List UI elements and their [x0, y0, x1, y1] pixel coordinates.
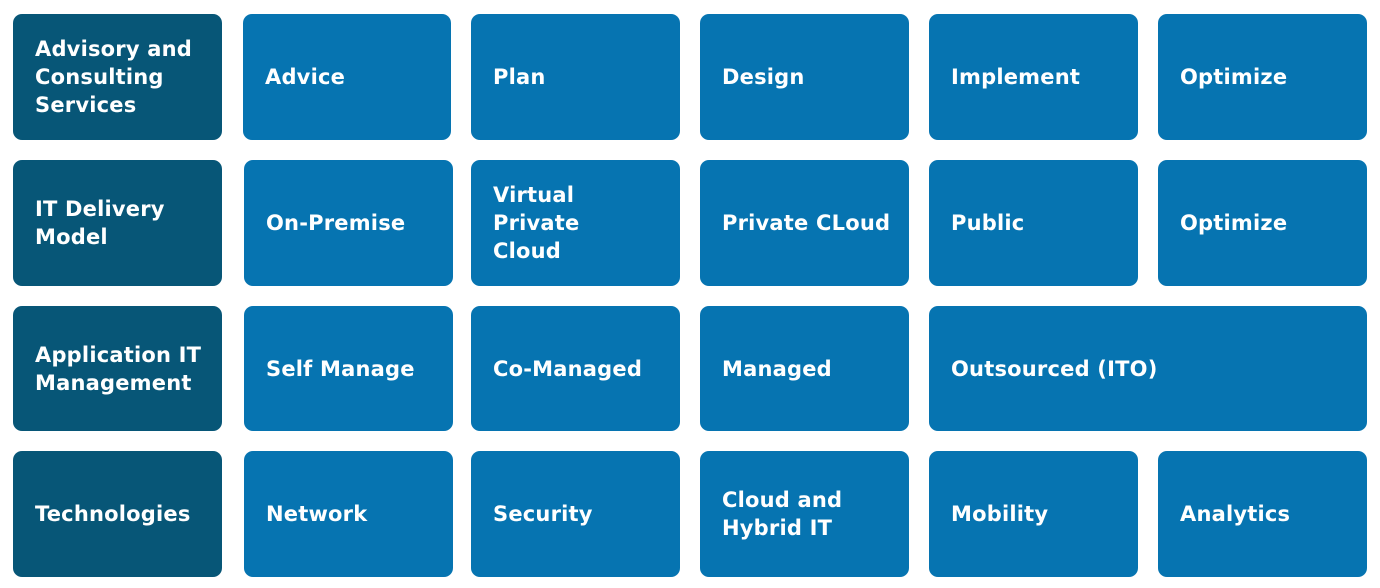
cell-label: Analytics — [1180, 502, 1291, 526]
cell-outsourced-ito: Outsourced (ITO) — [929, 306, 1367, 431]
row-header-it-delivery-model: IT Delivery Model — [13, 160, 222, 286]
cell-label: Self Manage — [266, 356, 415, 381]
cell-optimize-advisory: Optimize — [1158, 14, 1367, 140]
cell-security: Security — [471, 451, 680, 577]
cell-design: Design — [700, 14, 909, 140]
cell-co-managed: Co-Managed — [471, 306, 680, 431]
cell-label: Advice — [265, 65, 346, 89]
cell-label: Public — [951, 211, 1025, 235]
cell-plan: Plan — [471, 14, 680, 140]
cell-label: Outsourced (ITO) — [951, 356, 1158, 381]
cell-label: Mobility — [951, 502, 1049, 526]
row-header-label: IT Delivery Model — [35, 197, 165, 249]
cell-managed: Managed — [700, 306, 909, 431]
cell-label: Virtual Private Cloud — [493, 183, 580, 263]
cell-implement: Implement — [929, 14, 1138, 140]
cell-label: Optimize — [1180, 211, 1288, 235]
cell-virtual-private-cloud: Virtual Private Cloud — [471, 160, 680, 286]
cell-optimize-delivery: Optimize — [1158, 160, 1367, 286]
cell-label: Optimize — [1180, 65, 1288, 89]
cell-label: Managed — [722, 356, 832, 381]
row-header-label: Technologies — [35, 502, 191, 526]
cell-cloud-hybrid-it: Cloud and Hybrid IT — [700, 451, 909, 577]
cell-self-manage: Self Manage — [244, 306, 453, 431]
row-header-advisory-consulting: Advisory and Consulting Services — [13, 14, 222, 140]
row-header-label: Advisory and Consulting Services — [35, 37, 193, 117]
cell-label: Co-Managed — [493, 356, 643, 381]
cell-on-premise: On-Premise — [244, 160, 453, 286]
cell-label: On-Premise — [266, 211, 406, 235]
cell-public: Public — [929, 160, 1138, 286]
cell-mobility: Mobility — [929, 451, 1138, 577]
cell-network: Network — [244, 451, 453, 577]
cell-analytics: Analytics — [1158, 451, 1367, 577]
cell-label: Security — [493, 502, 593, 526]
cell-label: Network — [266, 502, 368, 526]
row-header-label: Application IT Management — [35, 342, 202, 395]
row-header-application-it-management: Application IT Management — [13, 306, 222, 431]
row-header-technologies: Technologies — [13, 451, 222, 577]
cell-label: Design — [722, 65, 805, 89]
cell-private-cloud: Private CLoud — [700, 160, 909, 286]
cell-advice: Advice — [243, 14, 451, 140]
cell-label: Plan — [493, 65, 546, 89]
cell-label: Implement — [951, 65, 1081, 89]
cell-label: Private CLoud — [722, 211, 891, 235]
cell-label: Cloud and Hybrid IT — [722, 488, 843, 540]
